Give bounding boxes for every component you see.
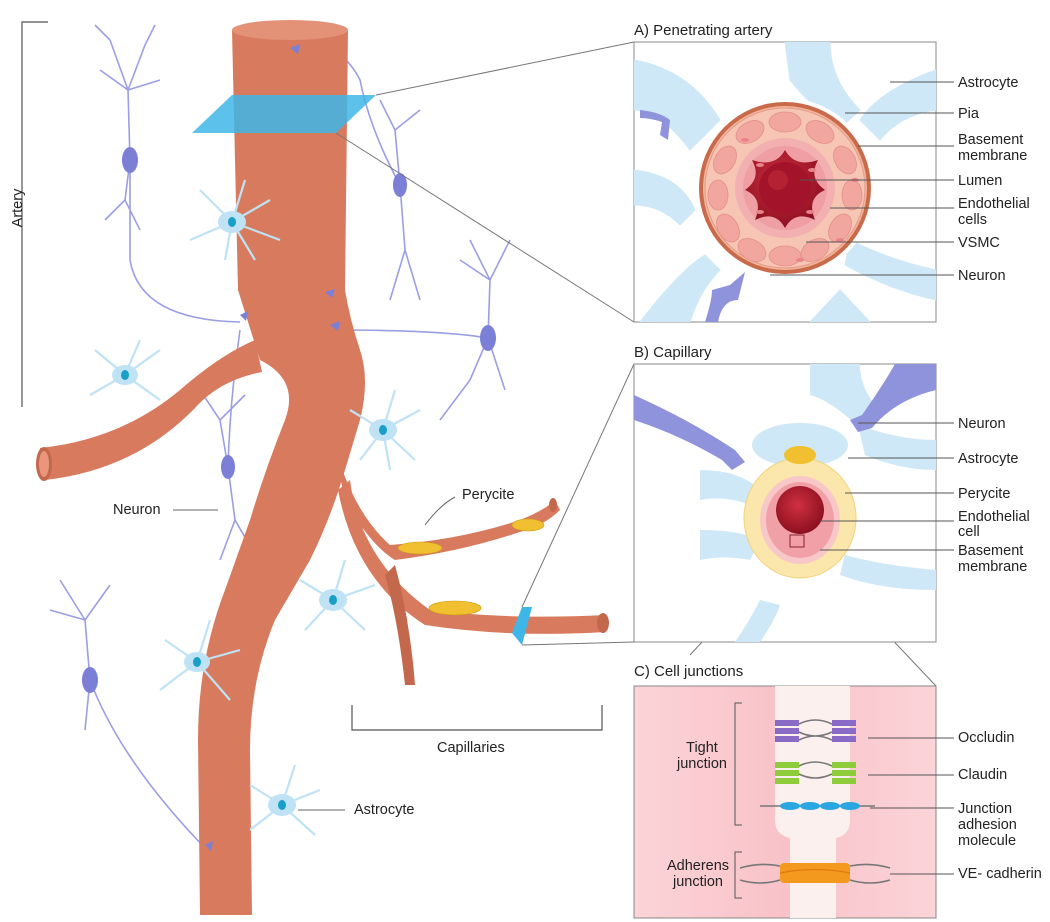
panel-a-basement-label-1: Basement (958, 132, 1024, 148)
panel-a-lumen-label: Lumen (958, 173, 1003, 189)
panel-c-jam-label-2: adhesion (958, 817, 1017, 833)
ve-cadherin-proteins (739, 863, 891, 884)
panel-c-adherens-label-2: junction (673, 874, 723, 890)
panel-b-endothelial-label-1: Endothelial (958, 509, 1030, 525)
panel-b-basement-label-1: Basement (958, 543, 1024, 559)
panel-c-jam-label-1: Junction (958, 801, 1013, 817)
astrocyte-group (89, 179, 421, 836)
panel-a-endothelial-label-2: cells (958, 212, 988, 228)
capillaries-bracket (351, 705, 603, 731)
occludin-proteins (775, 719, 856, 742)
panel-a-penetrating-artery (633, 41, 954, 323)
panel-a-basement-label-2: membrane (958, 148, 1028, 164)
jam-proteins (760, 802, 875, 810)
panel-a-astrocyte-label: Astrocyte (958, 75, 1019, 91)
panel-c-tight-label-2: junction (677, 756, 727, 772)
panel-c-adherens-label-1: Adherens (666, 858, 730, 874)
panel-a-title: A) Penetrating artery (634, 22, 773, 39)
section-plane-capillary (512, 607, 532, 645)
main-illustration (21, 20, 937, 915)
panel-b-title: B) Capillary (634, 344, 712, 361)
panel-b-capillary (633, 363, 954, 643)
neuron-somata (82, 147, 496, 693)
section-plane-artery (192, 95, 376, 133)
artery-bracket (21, 21, 48, 407)
panel-c-occludin-label: Occludin (958, 730, 1015, 746)
perycite-label: Perycite (462, 487, 515, 503)
panel-b-astrocyte-label: Astrocyte (958, 451, 1019, 467)
panel-c-cell-junctions (633, 685, 954, 919)
astrocyte-label: Astrocyte (354, 802, 415, 818)
artery-tree (36, 20, 609, 915)
panel-c-claudin-label: Claudin (958, 767, 1008, 783)
neuron-group (49, 24, 511, 849)
axon-terminals (205, 44, 340, 851)
panel-b-neuron-label: Neuron (958, 416, 1006, 432)
pericyte-group (397, 518, 545, 616)
panel-a-endothelial-label-1: Endothelial (958, 196, 1030, 212)
astrocyte-bodies (112, 211, 397, 816)
main-leader-lines (173, 496, 456, 811)
panel-c-title: C) Cell junctions (634, 663, 744, 680)
panel-a-vsmc-label: VSMC (958, 235, 1000, 251)
panel-c-jam-label-3: molecule (958, 833, 1017, 849)
panel-b-endothelial-label-2: cell (958, 524, 980, 540)
panel-b-perycite-label: Perycite (958, 486, 1011, 502)
panel-c-cadherin-label: VE- cadherin (958, 866, 1042, 882)
panel-c-tight-label-1: Tight (686, 740, 718, 756)
neuron-label: Neuron (113, 502, 161, 518)
panel-a-neuron-label: Neuron (958, 268, 1006, 284)
capillaries-label: Capillaries (437, 740, 505, 756)
panel-b-basement-label-2: membrane (958, 559, 1028, 575)
artery-label: Artery (10, 188, 26, 228)
panel-a-pia-label: Pia (958, 106, 979, 122)
claudin-proteins (775, 761, 856, 784)
